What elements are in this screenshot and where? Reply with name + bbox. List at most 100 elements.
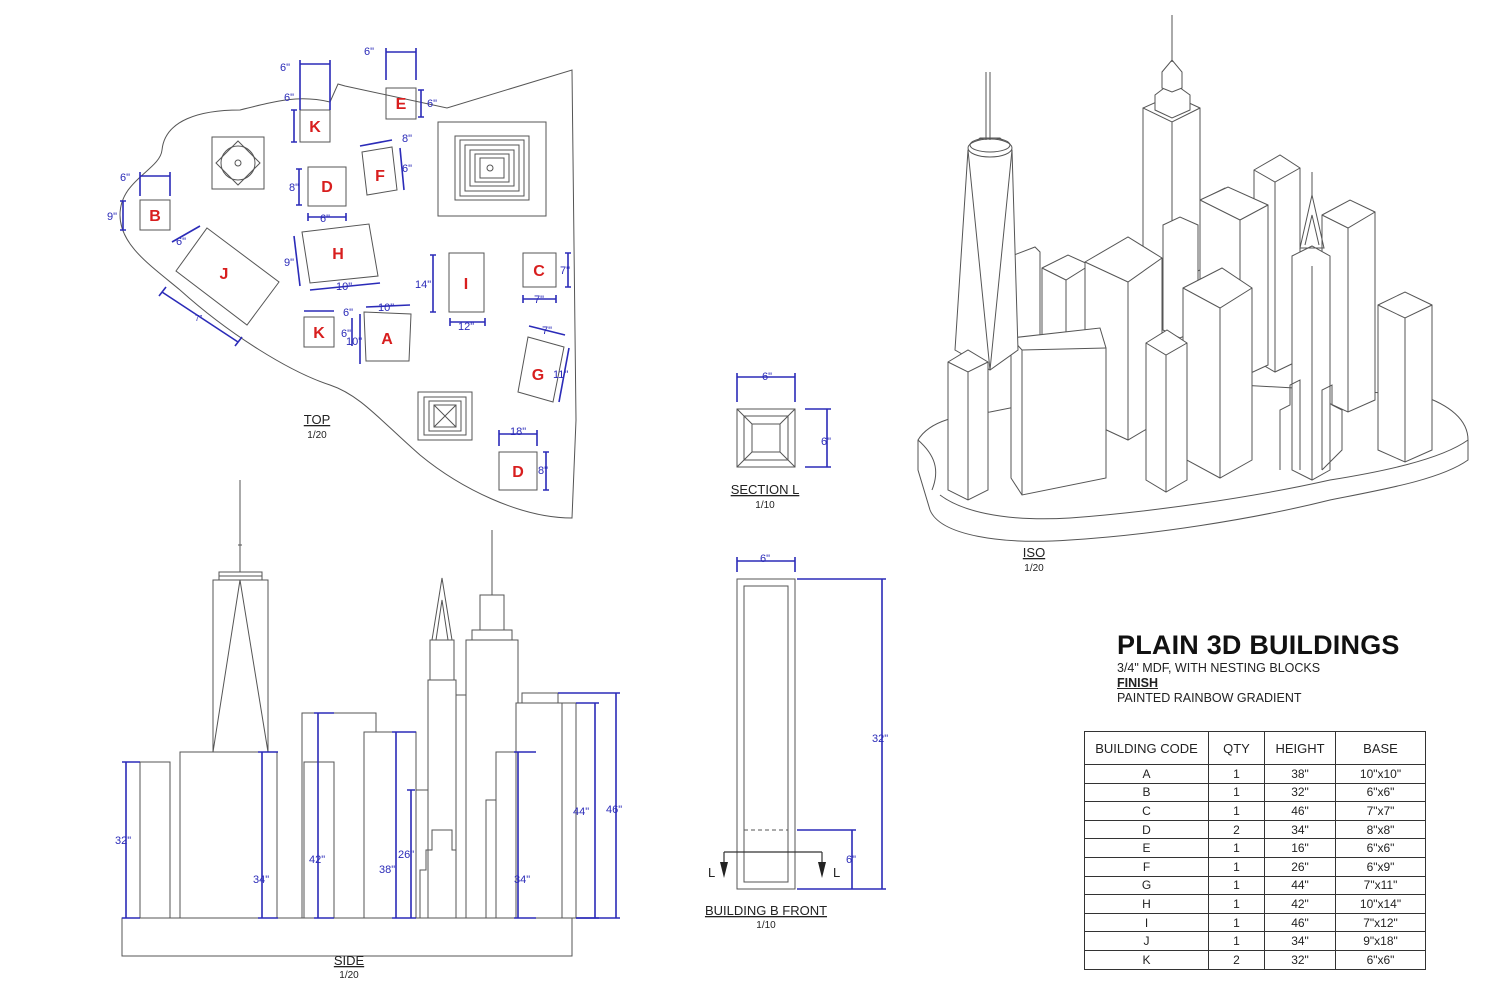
title-block: PLAIN 3D BUILDINGS 3/4" MDF, WITH NESTIN… [1117,630,1400,706]
iso-view-label: ISO [1023,545,1045,560]
svg-text:8": 8" [538,465,548,477]
top-code-c: C [533,263,545,280]
svg-text:6": 6" [284,92,294,104]
side-view: 32" 34" 42" 38" 26" 34" 44" 46" SIDE 1/2… [115,480,622,981]
svg-text:6": 6" [427,98,437,110]
footprint-e [385,87,417,120]
front-view: L L 6" 32" 6" BUILDING B FRONT 1/10 [705,553,888,931]
section-view-label: SECTION L [731,482,800,497]
sheet-title: PLAIN 3D BUILDINGS [1117,630,1400,660]
footprint-i [448,252,485,313]
top-plinth-large [437,121,547,217]
footprint-a [363,311,412,362]
side-base [121,917,573,957]
side-view-label: SIDE [334,953,365,968]
svg-text:6": 6" [120,172,130,184]
svg-text:34": 34" [514,874,530,886]
top-site-outline [119,69,577,519]
svg-text:6": 6" [341,328,351,340]
front-view-label: BUILDING B FRONT [705,903,827,918]
svg-text:6": 6" [846,854,856,866]
svg-text:38": 38" [379,864,395,876]
top-code-k2: K [313,325,325,342]
top-code-g: G [532,367,544,384]
svg-text:L: L [708,865,715,880]
svg-text:12": 12" [458,321,474,333]
svg-text:6": 6" [320,213,330,225]
col-building-code: BUILDING CODE [1084,731,1209,765]
svg-text:18": 18" [510,426,526,438]
section-view: 6" 6" SECTION L 1/10 [731,371,831,511]
svg-text:6": 6" [762,371,772,383]
top-code-j: J [220,266,229,283]
svg-text:9": 9" [284,257,294,269]
section-view-scale: 1/10 [755,500,775,511]
footprint-k2 [303,316,335,348]
side-view-scale: 1/20 [339,970,359,981]
footprint-j [175,227,280,326]
footprint-k1 [299,109,331,143]
iso-view-scale: 1/20 [1024,563,1044,574]
svg-text:44": 44" [573,806,589,818]
svg-text:6": 6" [821,436,831,448]
svg-text:6": 6" [364,46,374,58]
footprint-g [517,336,565,403]
top-view-label: TOP [304,412,331,427]
svg-text:46": 46" [606,804,622,816]
svg-text:L: L [833,865,840,880]
svg-text:32": 32" [872,733,888,745]
top-view: K E F D B H J C I K A G D [107,46,577,519]
top-code-i: I [464,276,468,293]
svg-text:14": 14" [415,279,431,291]
svg-text:6": 6" [402,163,412,175]
material-note: 3/4" MDF, WITH NESTING BLOCKS [1117,661,1321,675]
footprint-f [361,146,398,196]
schedule-header-row: BUILDING CODE QTY HEIGHT BASE [1084,731,1426,765]
footprint-d2 [498,451,538,491]
svg-text:10": 10" [346,336,362,348]
top-diamond [215,140,261,186]
col-base: BASE [1335,731,1426,765]
svg-text:7": 7" [542,325,552,337]
svg-text:8": 8" [289,182,299,194]
svg-text:6": 6" [343,307,353,319]
svg-text:7": 7" [560,265,570,277]
top-code-e: E [396,96,407,113]
col-height: HEIGHT [1264,731,1336,765]
top-code-d2: D [512,464,524,481]
svg-text:9": 9" [107,211,117,223]
top-code-k1: K [309,119,321,136]
svg-text:6": 6" [760,553,770,565]
svg-text:10": 10" [378,302,394,314]
finish-label: FINISH [1117,676,1158,690]
svg-text:7": 7" [195,314,202,323]
top-view-scale: 1/20 [307,430,327,441]
footprint-h [301,223,379,284]
top-plinth-small [211,136,265,190]
top-plinth-chrysler [417,391,473,441]
svg-text:26": 26" [398,849,414,861]
footprint-d1 [307,166,347,207]
svg-text:42": 42" [309,854,325,866]
svg-text:10": 10" [336,281,352,293]
svg-text:6": 6" [280,62,290,74]
finish-note: PAINTED RAINBOW GRADIENT [1117,691,1302,705]
top-code-f: F [375,168,385,185]
svg-text:32": 32" [115,835,131,847]
svg-text:7": 7" [534,294,544,306]
svg-text:11": 11" [553,369,568,381]
footprint-c [522,252,557,288]
